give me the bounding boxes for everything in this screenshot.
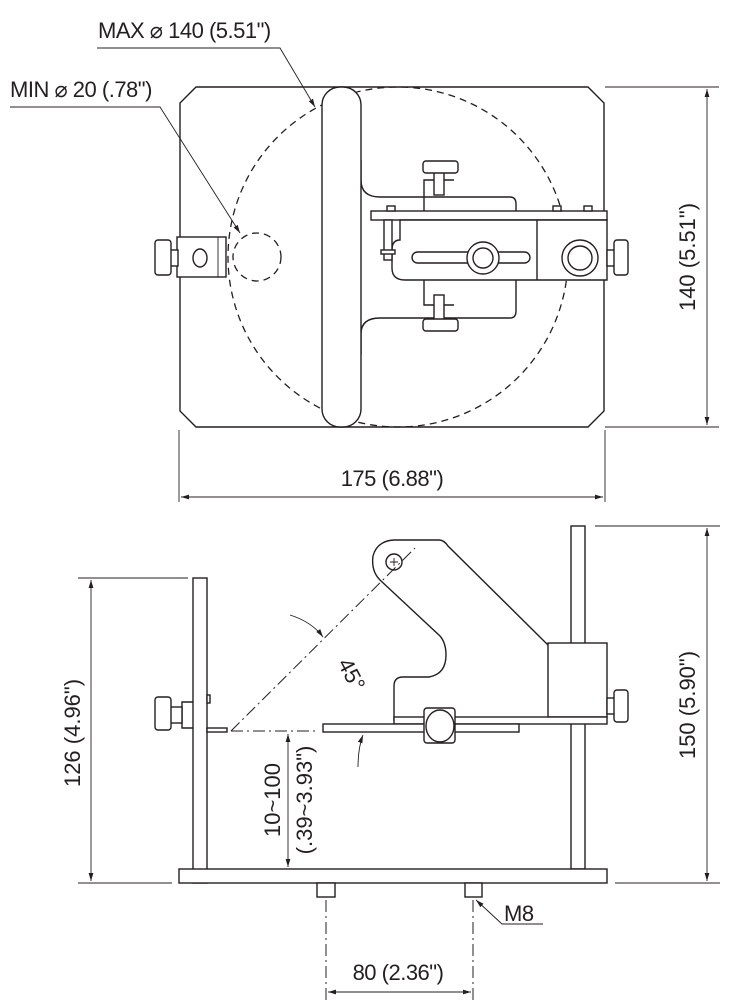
top-screw-shaft bbox=[433, 171, 445, 196]
thread-label: M8 bbox=[504, 901, 534, 926]
left-knob-icon bbox=[154, 239, 172, 276]
post-hole-inner bbox=[567, 245, 593, 271]
right-height-dim-label: 150 (5.90") bbox=[675, 651, 700, 759]
pin bbox=[383, 219, 393, 261]
base-plate bbox=[179, 86, 605, 428]
pivot-cross-icon bbox=[390, 558, 398, 566]
slot-screw-inner bbox=[472, 247, 494, 269]
max-diameter-label: MAX ⌀ 140 (5.51") bbox=[98, 18, 271, 43]
clamp-knob-icon bbox=[425, 709, 455, 743]
foot-left bbox=[316, 882, 336, 898]
bottom-screw-shaft bbox=[433, 294, 445, 321]
left-post bbox=[192, 577, 208, 884]
left-nub bbox=[206, 694, 211, 704]
pin-ring bbox=[380, 249, 396, 255]
side-view: 45° 10~100 (.39~3.93") 126 (4.96") 150 (… bbox=[60, 525, 720, 1000]
clamp-nub-2 bbox=[552, 205, 562, 212]
clamp-body bbox=[391, 219, 608, 281]
left-clamp-hole bbox=[192, 248, 208, 268]
min-diameter-label: MIN ⌀ 20 (.78") bbox=[10, 77, 152, 102]
angle-dashdot bbox=[230, 547, 416, 732]
right-knob-icon bbox=[613, 239, 629, 276]
angle-label: 45° bbox=[333, 654, 371, 695]
min-diameter-circle bbox=[232, 232, 282, 282]
min-diameter-leader bbox=[10, 106, 241, 234]
max-diameter-leader bbox=[97, 47, 316, 108]
right-side-knob-icon bbox=[613, 689, 629, 723]
height-dim-label: 140 (5.51") bbox=[675, 203, 700, 311]
post-block bbox=[547, 642, 608, 718]
base-plate-side bbox=[178, 868, 608, 884]
left-bracket bbox=[181, 701, 193, 729]
bottom-knob-icon bbox=[422, 318, 459, 332]
thread-leader bbox=[475, 899, 543, 925]
foot-right bbox=[464, 882, 483, 898]
top-view: MAX ⌀ 140 (5.51") MIN ⌀ 20 (.78") 140 (5… bbox=[10, 18, 719, 502]
left-height-dim-label: 126 (4.96") bbox=[60, 679, 85, 787]
angle-arrow-top bbox=[289, 614, 324, 638]
vertical-handle bbox=[321, 86, 362, 428]
foot-spacing-dim-label: 80 (2.36") bbox=[353, 960, 444, 985]
width-dim-label: 175 (6.88") bbox=[341, 466, 444, 491]
left-side-knob-icon bbox=[154, 696, 172, 731]
tray-plate bbox=[322, 723, 520, 733]
clamp-nub-1 bbox=[386, 205, 396, 212]
t-support bbox=[360, 160, 517, 354]
range-dim-in: (.39~3.93") bbox=[292, 746, 317, 855]
left-side-knob-stem bbox=[169, 706, 183, 724]
angle-arrow-bottom bbox=[357, 734, 364, 768]
clamp-nub-3 bbox=[583, 205, 593, 212]
top-knob-icon bbox=[422, 160, 459, 174]
left-ledge bbox=[206, 727, 228, 733]
swing-arm bbox=[371, 539, 551, 721]
range-dim-mm: 10~100 bbox=[260, 763, 285, 837]
clamp-bar bbox=[370, 210, 608, 221]
